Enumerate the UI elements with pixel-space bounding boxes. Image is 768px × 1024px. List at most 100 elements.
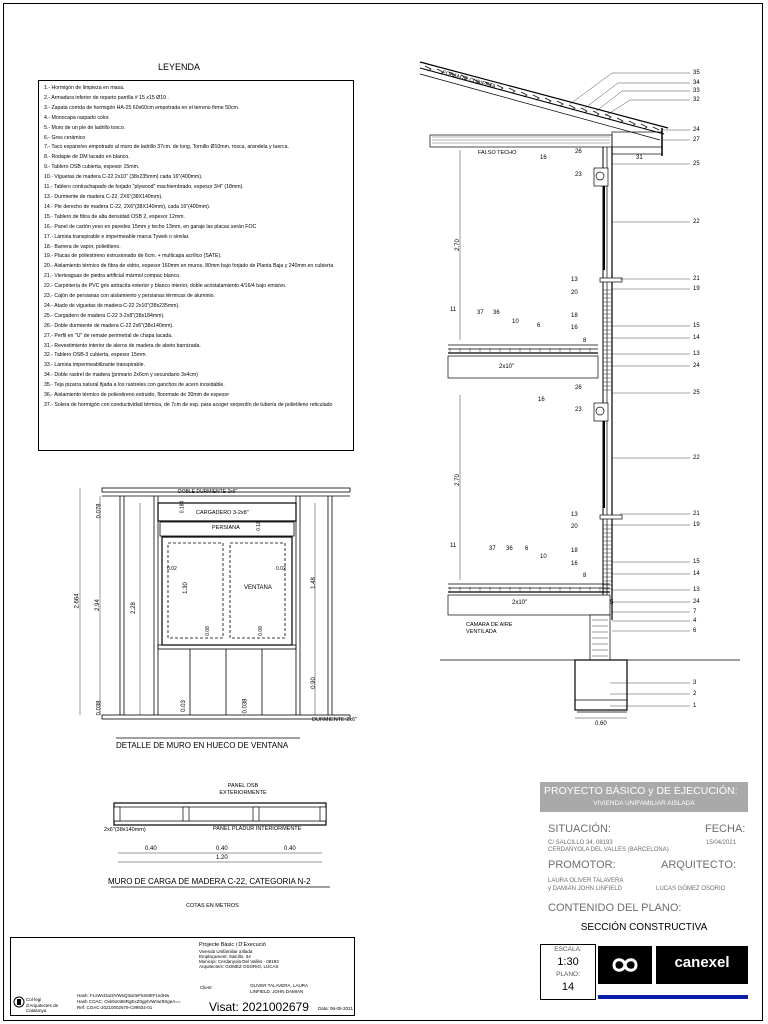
legend-item: 22.- Carpintería de PVC gris antracita e… — [44, 283, 287, 290]
callout-left: 18 — [571, 548, 578, 554]
ref-line: Ref: COAC-20210002679-C99934-01 — [77, 1005, 153, 1010]
panel-pladur-label: PANEL PLADUR INTERIORMENTE — [213, 826, 302, 832]
legend-item: 7.- Taco expansivo empotrado al muro de … — [44, 144, 289, 151]
promotor-heading: PROMOTOR: — [548, 859, 616, 871]
callout-left: 10 — [540, 554, 547, 560]
leader-lines — [569, 72, 690, 707]
callout-left: 5 — [610, 600, 614, 606]
window-dim: 0.02 — [167, 566, 177, 572]
callout-right: 19 — [693, 286, 700, 292]
callout-left: 23 — [575, 172, 582, 178]
legend-item: 8.- Rodapie de DM lacado en blanco. — [44, 154, 130, 161]
callout-right: 32 — [693, 97, 700, 103]
callout-left: 16 — [538, 397, 545, 403]
legend-item: 13.- Durmiente de madera C-22, 2X6"(38X1… — [44, 193, 163, 200]
legend-item: 25.- Cargadero de madera C-22 3-2x8"(38x… — [44, 312, 165, 319]
project-title: PROYECTO BÁSICO y DE EJECUCIÓN: — [544, 785, 738, 797]
window-dim: 0.038 — [242, 698, 249, 714]
window-dim: 0.18 — [255, 521, 262, 531]
infinity-logo — [598, 946, 652, 984]
callout-left: 23 — [575, 407, 582, 413]
wall-plan-title: MURO DE CARGA DE MADERA C-22, CATEGORIA … — [108, 877, 311, 886]
callout-left: 20 — [571, 524, 578, 530]
college-label: Col·legi d'Arquitectes de Catalunya — [26, 997, 59, 1013]
window-dim: 0.02 — [276, 566, 286, 572]
legend-item: 6.- Gres cerámico — [44, 134, 86, 141]
persiana-label: PERSIANA — [212, 525, 240, 531]
cargadero-label: CARGADERO 3-2x8" — [196, 510, 249, 516]
callout-right: 13 — [693, 587, 700, 593]
callout-left: 6 — [537, 323, 541, 329]
plan-dim-total: 1.20 — [216, 855, 228, 861]
callout-left: 16 — [571, 325, 578, 331]
callout-left: 26 — [575, 385, 582, 391]
legend-item: 1.- Hormigón de limpieza en masa. — [44, 85, 125, 91]
situacion-line2: CERDANYOLA DEL VALLES (BARCELONA) — [548, 847, 669, 853]
callout-left: 26 — [575, 149, 582, 155]
wall-section — [593, 147, 623, 620]
callout-right: 4 — [693, 618, 697, 624]
callout-left: 16 — [540, 155, 547, 161]
brand-logo-box — [656, 946, 748, 984]
legend-item: 24.- Atado de viguetas de madera C-22 2x… — [44, 302, 180, 309]
callout-left: 13 — [571, 277, 578, 283]
promotor-line1: LAURA OLIVER TALAVERA — [548, 878, 624, 884]
legend-item: 27.- Perfil en "U" de remate perimetral … — [44, 332, 173, 339]
legend-item: 4.- Monocapa raspado color. — [44, 114, 110, 121]
callout-left: 37 — [489, 546, 496, 552]
dim-270-lower: 2.70 — [454, 474, 461, 486]
brand-logo-text: canexel — [674, 954, 730, 971]
hash-line2: Hash COAC: Ovk9o0i56RgExZ0gpIVWrwr8SgeA=… — [77, 999, 181, 1004]
client-heading: Client: — [200, 985, 213, 990]
callout-right: 15 — [693, 323, 700, 329]
legend-item: 17.- Lámina transpirable e impermeable m… — [44, 233, 190, 240]
stamp-date: Data: 06-05-2021 — [318, 1006, 354, 1011]
window-dim: 2.94 — [94, 599, 101, 611]
ground-floor-slab — [447, 583, 611, 616]
callout-right: 19 — [693, 522, 700, 528]
legend-item: 21.- Vierteaguas de piedra artificial má… — [44, 273, 181, 280]
legend-item: 9.- Tablero OSB cubierta, espesor 15mm. — [44, 164, 140, 171]
plano-value: 14 — [561, 981, 575, 993]
client-value: OLIVER TALAVERA, LAURA LINFIELD, JOHN DA… — [250, 983, 308, 994]
stamp-line1: Projecte Bàsic i D'Execució — [199, 942, 266, 948]
legend-box: 1.- Hormigón de limpieza en masa. 2.- Arm… — [38, 80, 354, 451]
callout-right: 34 — [693, 80, 700, 86]
window-dim: 0.184 — [179, 500, 186, 514]
legend-item: 35.- Teja pizarra natural fijada a los r… — [44, 382, 225, 389]
legend-item: 36.- Aislamiento térmico de poliestireno… — [44, 392, 230, 399]
plan-dim: 0.40 — [216, 846, 228, 852]
dim-060: 0.60 — [595, 721, 607, 727]
coac-icon — [13, 996, 25, 1008]
visa-stamp — [10, 937, 355, 1016]
legend-item: 2.- Armadura inferior de reparto parrill… — [44, 94, 169, 101]
window-dim: 2.664 — [74, 593, 81, 609]
infinity-icon — [612, 958, 638, 972]
situacion-heading: SITUACIÓN: — [548, 823, 611, 835]
window-detail-title: DETALLE DE MURO EN HUECO DE VENTANA — [116, 741, 289, 750]
legend-item: 32.- Tablero OSB-3 cubierta, espesor 15m… — [44, 352, 147, 359]
fecha-value: 15/04/2021 — [706, 840, 737, 846]
legend-item: 34.- Doble rastrel de madera (primario 2… — [44, 372, 198, 379]
cotas-label: COTAS EN METROS — [186, 903, 239, 909]
callout-right: 3 — [693, 680, 697, 686]
legend-item: 10.- Viguetas de madera C-22 2x10" (38x2… — [44, 174, 203, 181]
legend-title: LEYENDA — [158, 62, 201, 72]
plan-dim: 0.40 — [145, 846, 157, 852]
doble-durmiente-label: DOBLE DURMIENTE 2x6" — [178, 489, 238, 495]
foundation — [440, 614, 740, 713]
callout-right: 33 — [693, 88, 700, 94]
callout-left: 11 — [450, 307, 457, 313]
legend-item: 20.- Aislamiento térmico de fibra de vid… — [44, 263, 334, 270]
legend-item: 26.- Doble durmiente de madera C-22 2x6"… — [44, 322, 174, 329]
legend-item: 5.- Muro de un pie de ladrillo tosco. — [44, 124, 126, 131]
arquitecto-heading: ARQUITECTO: — [661, 859, 736, 871]
callout-left: 8 — [583, 573, 587, 579]
callout-right: 35 — [693, 70, 700, 76]
callout-left: 13 — [571, 512, 578, 518]
plano-heading: PLANO: — [556, 971, 580, 978]
callout-left: 16 — [571, 561, 578, 567]
callout-left: 8 — [583, 338, 587, 344]
callout-right: 14 — [693, 335, 700, 341]
